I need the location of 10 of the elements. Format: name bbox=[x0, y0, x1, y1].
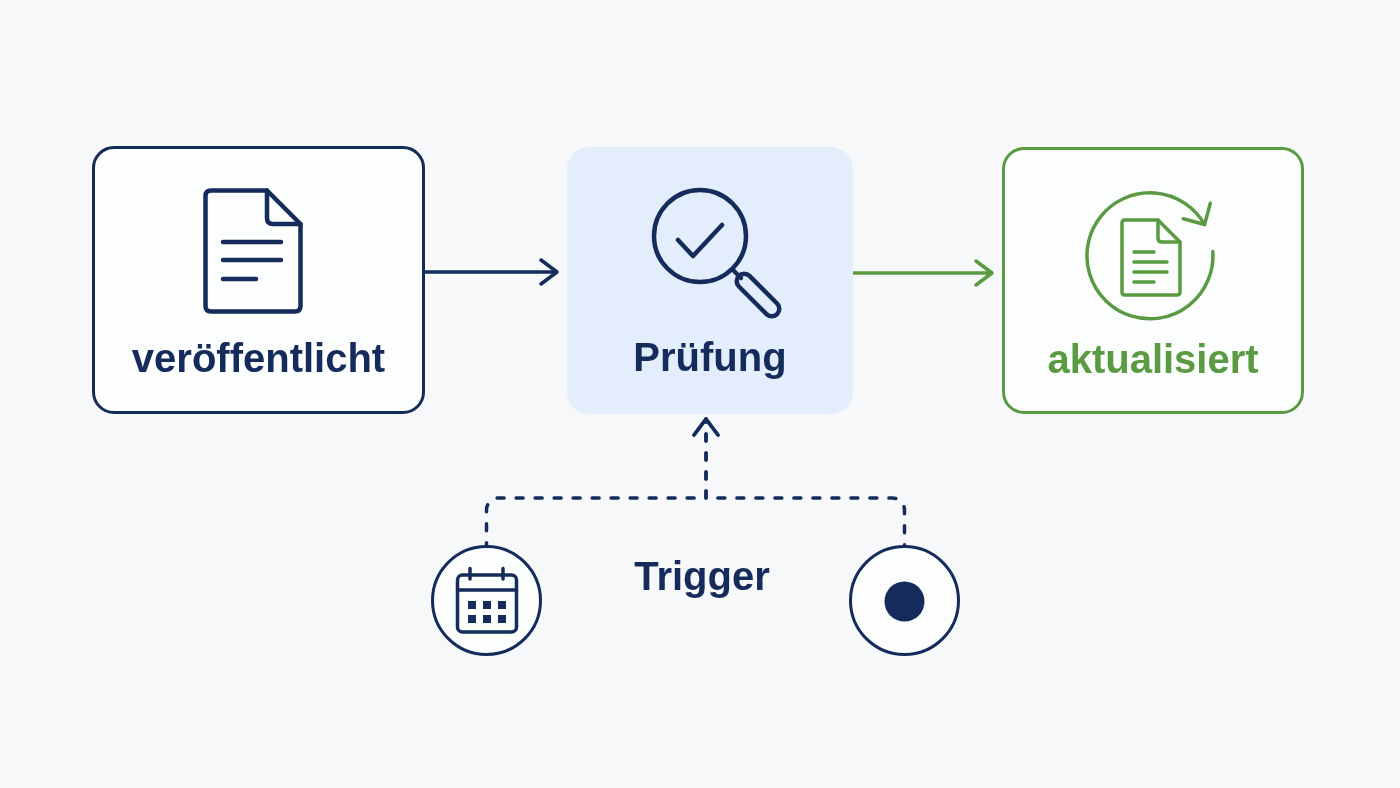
arrow bbox=[425, 258, 559, 286]
process-box bbox=[567, 147, 853, 414]
process-box bbox=[92, 146, 425, 414]
node-label: veröffentlicht bbox=[131, 335, 386, 382]
node-label: Prüfung bbox=[633, 334, 787, 381]
node-label: aktualisiert bbox=[1047, 336, 1259, 383]
dashed-arrow bbox=[692, 417, 907, 547]
arrow bbox=[853, 259, 994, 287]
group-label: Trigger bbox=[634, 553, 770, 600]
process-box bbox=[1002, 147, 1304, 414]
